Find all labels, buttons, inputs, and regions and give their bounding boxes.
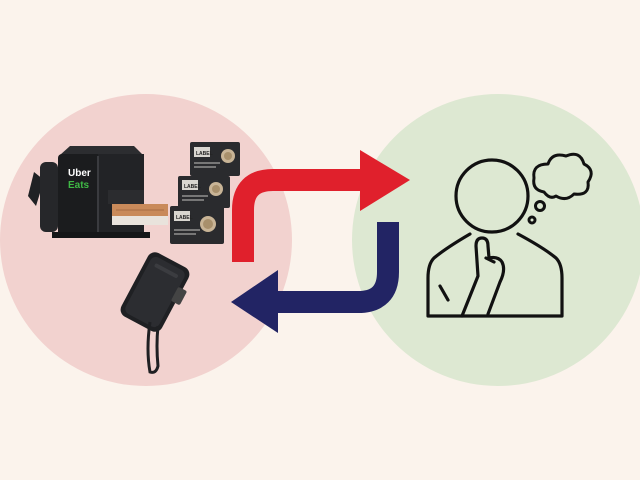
delivery-backpack: Uber Eats (28, 146, 168, 238)
right-circle (352, 94, 640, 386)
heat-pack-packets: LABEL LABEL LABEL (170, 142, 240, 244)
heat-pack-2: LABEL (178, 176, 230, 208)
thinking-person-icon (426, 158, 564, 318)
heat-pack-3: LABEL (170, 206, 224, 244)
return-arrow (231, 222, 399, 333)
thought-bubble-icon (527, 152, 593, 225)
heat-pack-1: LABEL (190, 142, 240, 176)
bag-logo-line2: Eats (68, 180, 90, 191)
forward-arrow (232, 150, 410, 262)
heat-pack-label: LABEL (184, 184, 201, 190)
heat-pack-label: LABEL (196, 151, 213, 157)
heat-pack-label: LABEL (176, 215, 193, 221)
power-bank (120, 252, 190, 374)
bag-logo-line1: Uber (68, 168, 91, 179)
